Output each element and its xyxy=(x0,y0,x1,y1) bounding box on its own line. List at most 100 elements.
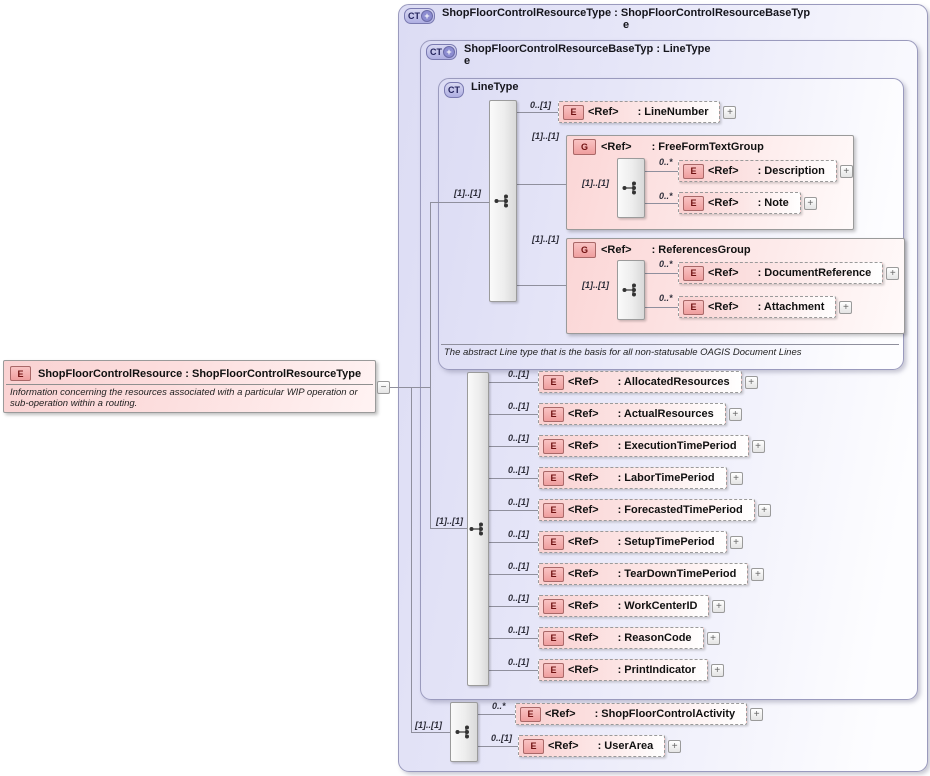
expand-icon[interactable]: + xyxy=(729,471,743,485)
ref-label: <Ref> xyxy=(708,197,739,209)
sequence-icon xyxy=(622,283,636,297)
element-row-teardowntimeperiod: E <Ref> : TearDownTimePeriod + xyxy=(538,563,765,585)
linetype-annotation: The abstract Line type that is the basis… xyxy=(444,347,802,358)
element-actualresources[interactable]: E <Ref> : ActualResources xyxy=(538,403,726,425)
cardinality-label: 0..[1] xyxy=(508,401,530,411)
element-name: : ReasonCode xyxy=(617,632,692,644)
ref-label: <Ref> xyxy=(568,536,599,548)
header-divider xyxy=(6,384,373,385)
sequence-compositor-basetype[interactable] xyxy=(467,372,489,686)
connector-line xyxy=(489,510,538,511)
element-name: : ActualResources xyxy=(617,408,714,420)
ref-label: <Ref> xyxy=(545,708,576,720)
expand-icon[interactable]: + xyxy=(706,631,720,645)
connector-line xyxy=(489,638,538,639)
group-freeformtextgroup[interactable] xyxy=(566,135,854,230)
connector-line xyxy=(430,202,431,528)
collapse-icon[interactable]: − xyxy=(377,381,390,394)
element-attachment[interactable]: E <Ref> : Attachment xyxy=(678,296,837,318)
element-teardowntimeperiod[interactable]: E <Ref> : TearDownTimePeriod xyxy=(538,563,749,585)
sequence-icon xyxy=(469,522,483,536)
expand-icon[interactable]: + xyxy=(723,105,737,119)
element-badge: E xyxy=(543,374,564,390)
connector-line xyxy=(489,414,538,415)
element-name: : UserArea xyxy=(597,740,654,752)
ref-label: <Ref> xyxy=(568,504,599,516)
element-row-userarea: E <Ref> : UserArea + xyxy=(518,735,682,757)
expand-icon[interactable]: + xyxy=(803,196,817,210)
connector-line xyxy=(489,606,538,607)
element-name: : LineNumber xyxy=(637,106,709,118)
element-shopfloorcontrolactivity[interactable]: E <Ref> : ShopFloorControlActivity xyxy=(515,703,748,725)
element-name: : SetupTimePeriod xyxy=(617,536,715,548)
annotation-divider xyxy=(441,344,899,345)
element-row-setuptimeperiod: E <Ref> : SetupTimePeriod + xyxy=(538,531,743,553)
ref-label: <Ref> xyxy=(601,244,632,256)
expand-icon[interactable]: + xyxy=(729,535,743,549)
element-allocatedresources[interactable]: E <Ref> : AllocatedResources xyxy=(538,371,742,393)
sequence-compositor-freeformtextgroup[interactable] xyxy=(617,158,645,218)
expand-icon[interactable]: + xyxy=(839,164,853,178)
element-labortimeperiod[interactable]: E <Ref> : LaborTimePeriod xyxy=(538,467,727,489)
sequence-compositor-linetype[interactable] xyxy=(489,100,517,302)
connector-line xyxy=(478,746,518,747)
expand-icon[interactable]: + xyxy=(750,707,764,721)
element-description[interactable]: E <Ref> : Description xyxy=(678,160,837,182)
expand-icon[interactable]: + xyxy=(744,375,758,389)
element-name: : AllocatedResources xyxy=(617,376,730,388)
element-workcenterid[interactable]: E <Ref> : WorkCenterID xyxy=(538,595,710,617)
element-row-linenumber: E <Ref> : LineNumber + xyxy=(558,101,737,123)
cardinality-label: [1]..[1] xyxy=(415,720,442,730)
element-name: : Attachment xyxy=(757,301,825,313)
element-linenumber[interactable]: E <Ref> : LineNumber xyxy=(558,101,721,123)
ref-label: <Ref> xyxy=(548,740,579,752)
ref-label: <Ref> xyxy=(568,568,599,580)
expand-icon[interactable]: + xyxy=(728,407,742,421)
element-note[interactable]: E <Ref> : Note xyxy=(678,192,801,214)
element-name: : Description xyxy=(757,165,825,177)
group-badge: G xyxy=(573,242,596,258)
element-shopfloorcontrolresource[interactable]: E ShopFloorControlResource : ShopFloorCo… xyxy=(3,360,376,413)
element-userarea[interactable]: E <Ref> : UserArea xyxy=(518,735,666,757)
element-forecastedtimeperiod[interactable]: E <Ref> : ForecastedTimePeriod xyxy=(538,499,755,521)
element-badge: E xyxy=(543,566,564,582)
element-row-actualresources: E <Ref> : ActualResources + xyxy=(538,403,742,425)
element-executiontimeperiod[interactable]: E <Ref> : ExecutionTimePeriod xyxy=(538,435,749,457)
expand-icon[interactable]: + xyxy=(839,300,853,314)
connector-line xyxy=(478,714,515,715)
element-setuptimeperiod[interactable]: E <Ref> : SetupTimePeriod xyxy=(538,531,727,553)
expand-icon[interactable]: + xyxy=(757,503,771,517)
element-badge: E xyxy=(520,706,541,722)
element-name: : LaborTimePeriod xyxy=(617,472,715,484)
expand-icon[interactable]: + xyxy=(668,739,682,753)
complextype-badge: CT xyxy=(444,82,464,98)
expand-icon[interactable]: + xyxy=(712,599,726,613)
element-name: : Note xyxy=(757,197,789,209)
element-name: : PrintIndicator xyxy=(617,664,696,676)
expand-icon[interactable]: + xyxy=(886,266,900,280)
extension-plus-icon: + xyxy=(443,46,455,58)
container-title: ShopFloorControlResourceType : ShopFloor… xyxy=(442,7,811,31)
element-row-printindicator: E <Ref> : PrintIndicator + xyxy=(538,659,724,681)
element-reasoncode[interactable]: E <Ref> : ReasonCode xyxy=(538,627,704,649)
element-documentreference[interactable]: E <Ref> : DocumentReference xyxy=(678,262,884,284)
cardinality-label: [1]..[1] xyxy=(532,131,559,141)
container-title: LineType xyxy=(471,81,519,93)
element-row-executiontimeperiod: E <Ref> : ExecutionTimePeriod + xyxy=(538,435,765,457)
element-name: : TearDownTimePeriod xyxy=(617,568,737,580)
ref-label: <Ref> xyxy=(568,632,599,644)
expand-icon[interactable]: + xyxy=(751,439,765,453)
sequence-compositor-resourcetype[interactable] xyxy=(450,702,478,762)
element-row-forecastedtimeperiod: E <Ref> : ForecastedTimePeriod + xyxy=(538,499,771,521)
connector-line xyxy=(489,382,538,383)
element-printindicator[interactable]: E <Ref> : PrintIndicator xyxy=(538,659,708,681)
sequence-compositor-referencesgroup[interactable] xyxy=(617,260,645,320)
expand-icon[interactable]: + xyxy=(710,663,724,677)
header-linetype: CT LineType xyxy=(444,81,518,98)
expand-icon[interactable]: + xyxy=(751,567,765,581)
cardinality-label: 0..* xyxy=(659,293,673,303)
group-name: : ReferencesGroup xyxy=(651,244,751,256)
sequence-icon xyxy=(622,181,636,195)
connector-line xyxy=(645,273,678,274)
connector-line xyxy=(489,670,538,671)
